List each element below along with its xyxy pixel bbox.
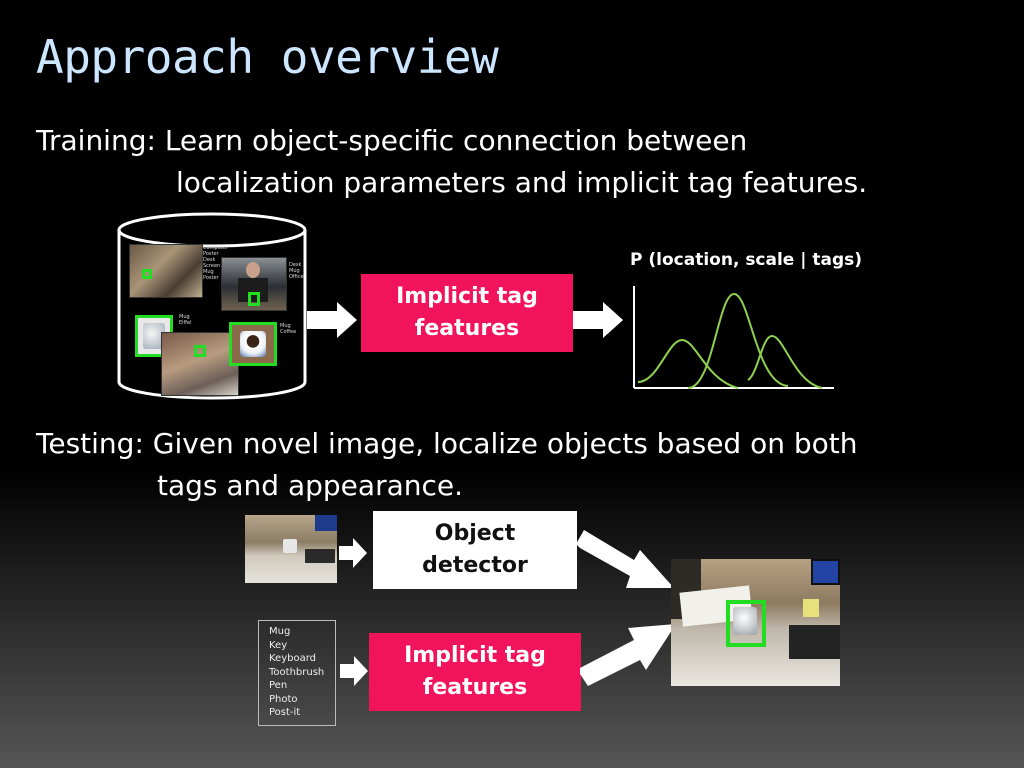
training-line-2: localization parameters and implicit tag… [176, 166, 868, 199]
tag-item: Post-it [269, 707, 301, 718]
tag-item: Pen [269, 680, 288, 691]
detected-mug-box [726, 600, 766, 647]
testing-box-line-1: Implicit tag [404, 643, 546, 668]
arrow-right-icon [573, 302, 623, 338]
slide-title: Approach overview [36, 30, 499, 84]
testing-box-line-2: features [422, 675, 528, 700]
arrow-diagonal-up-icon [580, 624, 676, 686]
training-photo-desk [221, 257, 287, 311]
tag-item: Mug [269, 626, 291, 637]
training-box-line-2: features [414, 316, 520, 341]
tag-item: Keyboard [269, 653, 317, 664]
density-curve-3 [747, 334, 823, 389]
testing-line-2: tags and appearance. [157, 469, 464, 502]
tag-item: Key [269, 639, 288, 651]
training-line-1: Training: Learn object-specific connecti… [36, 124, 748, 157]
testing-bullet: Testing: Given novel image, localize obj… [36, 423, 858, 507]
density-curve-1 [637, 338, 739, 389]
tag-item: Photo [269, 693, 298, 705]
training-photo-office [129, 244, 203, 298]
tag-item: Toothbrush [269, 666, 325, 678]
training-photo-table [161, 332, 239, 396]
testing-line-1: Testing: Given novel image, localize obj… [36, 427, 858, 460]
density-plot [633, 286, 834, 389]
arrow-right-icon [339, 538, 367, 568]
test-tag-list: Mug Key Keyboard Toothbrush Pen Photo Po… [258, 620, 336, 726]
training-bullet: Training: Learn object-specific connecti… [36, 120, 867, 204]
arrow-right-icon [307, 302, 357, 338]
detector-box-line-2: detector [422, 553, 528, 578]
testing-implicit-tag-features-box: Implicit tag features [369, 633, 581, 711]
arrow-diagonal-down-icon [576, 530, 674, 588]
object-detector-box: Object detector [373, 511, 577, 589]
test-input-image [245, 515, 337, 583]
training-implicit-tag-features-box: Implicit tag features [361, 274, 573, 352]
plot-title: P (location, scale | tags) [630, 250, 863, 270]
localization-result-image [671, 559, 840, 686]
training-box-line-1: Implicit tag [396, 284, 538, 309]
detector-box-line-1: Object [434, 521, 516, 546]
training-photo-coffee [229, 322, 277, 366]
density-curve-2 [687, 292, 789, 389]
arrow-right-icon [340, 656, 368, 686]
